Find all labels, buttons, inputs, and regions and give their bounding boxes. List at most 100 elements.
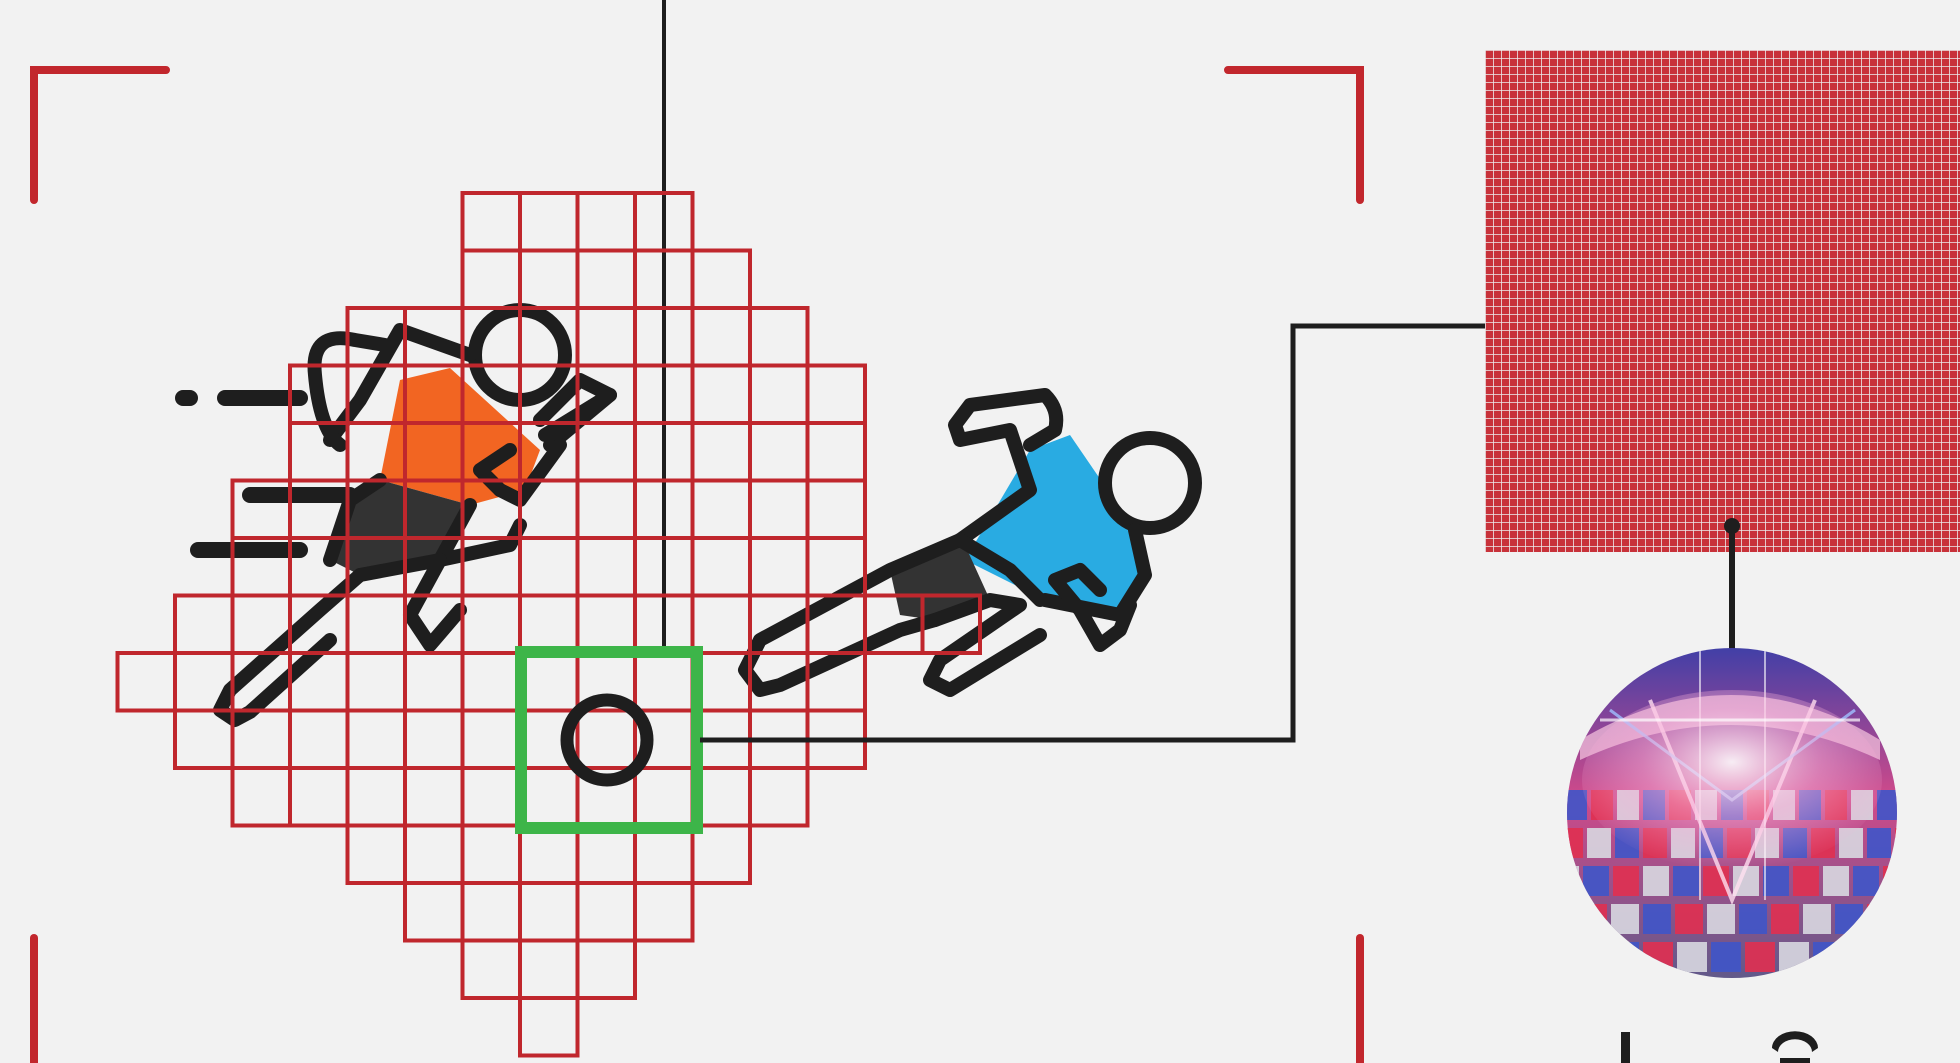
- grid-cell: [520, 251, 578, 309]
- sensor-block: [1847, 942, 1877, 972]
- sensor-block: [1609, 942, 1639, 972]
- grid-cell: [520, 538, 578, 596]
- grid-cell: [405, 826, 463, 884]
- sensor-block: [1813, 942, 1843, 972]
- sensor-block: [1929, 790, 1951, 820]
- grid-cell: [520, 941, 578, 999]
- grid-cell: [348, 768, 406, 826]
- sensor-block: [1779, 942, 1809, 972]
- sensor-block: [1853, 866, 1879, 896]
- grid-cell: [750, 308, 808, 366]
- grid-cell: [463, 826, 521, 884]
- sensor-block: [1955, 790, 1960, 820]
- sensor-block: [1579, 904, 1607, 934]
- sensor-block: [1771, 904, 1799, 934]
- sensor-block: [1895, 828, 1919, 858]
- grid-cell: [578, 423, 636, 481]
- grid-cell: [578, 308, 636, 366]
- grid-cell: [693, 596, 751, 654]
- sensor-block: [1803, 904, 1831, 934]
- sensor-block: [1745, 942, 1775, 972]
- grid-cell: [175, 596, 233, 654]
- grid-cell: [693, 826, 751, 884]
- grid-cell: [635, 826, 693, 884]
- grid-cell: [290, 711, 348, 769]
- clipped-caption-glyphs: [1621, 1031, 1818, 1063]
- grid-cell: [520, 768, 578, 826]
- pixel-sensor-array-icon: [1541, 640, 1960, 990]
- grid-cell: [693, 251, 751, 309]
- sensor-block: [1643, 904, 1671, 934]
- sensor-block: [1949, 942, 1960, 972]
- grid-cell: [578, 193, 636, 251]
- sensor-block: [1583, 866, 1609, 896]
- running-person-orange-shirt-icon: [183, 310, 610, 720]
- dense-pixel-grid-icon: [1485, 50, 1960, 552]
- grid-cell: [693, 538, 751, 596]
- grid-cell: [405, 711, 463, 769]
- grid-cell: [578, 596, 636, 654]
- grid-cell: [635, 883, 693, 941]
- grid-cell: [520, 653, 578, 711]
- sensor-block: [1677, 942, 1707, 972]
- grid-cell: [463, 251, 521, 309]
- sensor-block: [1823, 866, 1849, 896]
- grid-cell: [463, 883, 521, 941]
- sensor-block: [1559, 828, 1583, 858]
- grid-cell: [693, 308, 751, 366]
- viewfinder-corner-icon: [34, 70, 166, 200]
- sensor-block: [1883, 866, 1909, 896]
- grid-cell: [405, 768, 463, 826]
- sensor-block: [1541, 942, 1571, 972]
- sensor-block: [1587, 828, 1611, 858]
- sensor-block: [1877, 790, 1899, 820]
- grid-cell: [808, 481, 866, 539]
- grid-cell: [405, 653, 463, 711]
- sensor-block: [1915, 942, 1945, 972]
- grid-cell: [463, 941, 521, 999]
- grid-cell: [635, 653, 693, 711]
- grid-cell: [693, 366, 751, 424]
- sensor-block: [1643, 866, 1669, 896]
- grid-cell: [578, 883, 636, 941]
- sensor-block: [1899, 904, 1927, 934]
- grid-cell: [233, 768, 291, 826]
- grid-cell: [578, 538, 636, 596]
- sensor-block: [1613, 866, 1639, 896]
- sensor-block: [1951, 828, 1960, 858]
- grid-cell: [635, 768, 693, 826]
- grid-cell: [463, 711, 521, 769]
- grid-cell: [118, 653, 176, 711]
- grid-cell: [348, 826, 406, 884]
- grid-cell: [463, 193, 521, 251]
- sensor-block: [1565, 790, 1587, 820]
- sensor-block: [1675, 904, 1703, 934]
- sensor-block: [1553, 866, 1579, 896]
- grid-cell: [463, 653, 521, 711]
- grid-cell: [750, 423, 808, 481]
- sensor-block: [1867, 828, 1891, 858]
- sensor-block: [1943, 866, 1960, 896]
- sensor-block: [1923, 828, 1947, 858]
- grid-cell: [578, 826, 636, 884]
- grid-cell: [463, 596, 521, 654]
- grid-cell: [348, 711, 406, 769]
- grid-cell: [693, 481, 751, 539]
- grid-cell: [520, 596, 578, 654]
- sensor-block: [1867, 904, 1895, 934]
- grid-cell: [348, 596, 406, 654]
- grid-cell: [520, 883, 578, 941]
- grid-cell: [750, 768, 808, 826]
- grid-cell: [578, 251, 636, 309]
- sensor-block: [1763, 866, 1789, 896]
- grid-cell: [405, 883, 463, 941]
- grid-cell: [578, 481, 636, 539]
- grid-cell: [520, 998, 578, 1056]
- sensor-block: [1575, 942, 1605, 972]
- grid-cell: [750, 366, 808, 424]
- grid-cell: [520, 193, 578, 251]
- grid-cell: [808, 366, 866, 424]
- sensor-block: [1881, 942, 1911, 972]
- grid-cell: [578, 941, 636, 999]
